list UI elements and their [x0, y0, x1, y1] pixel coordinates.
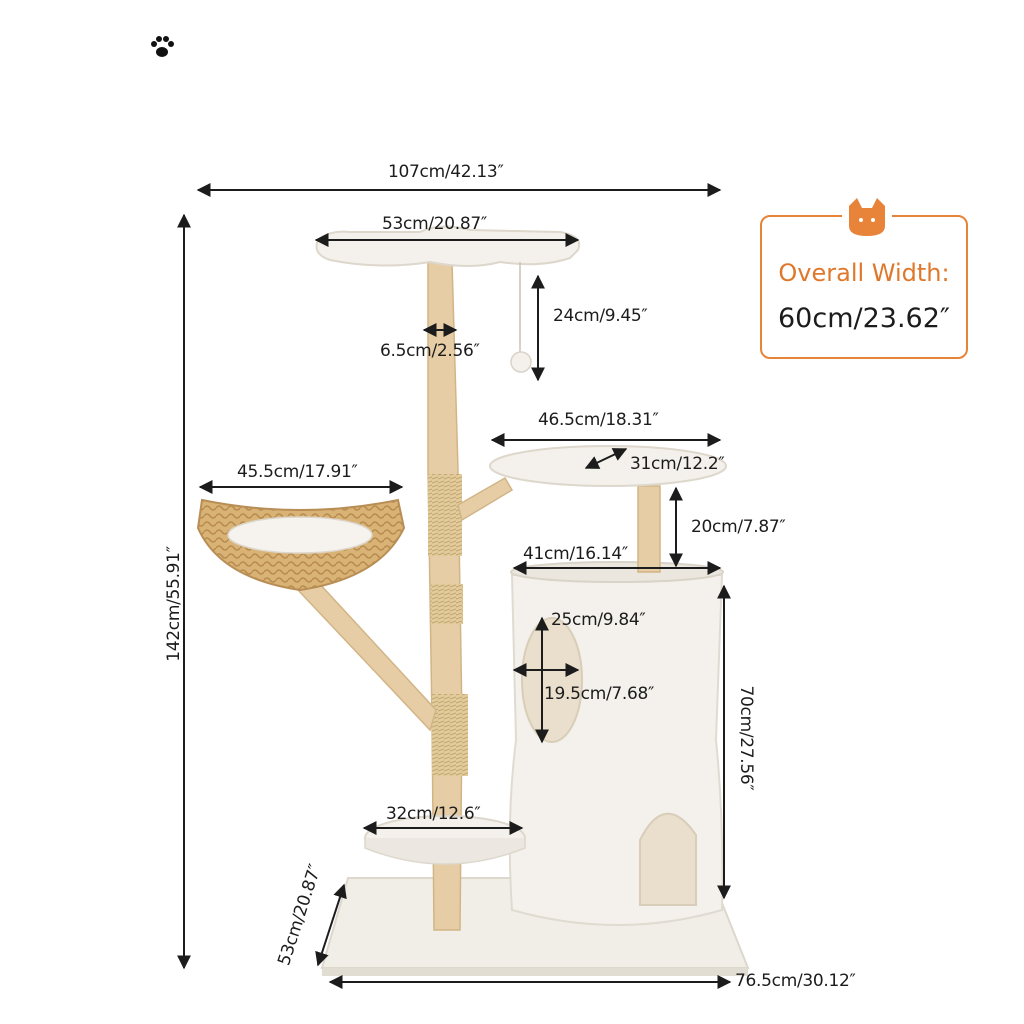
dimension-lines	[177, 183, 732, 989]
overall-height-label: 142cm/55.91″	[164, 546, 184, 662]
base-depth-arrow	[315, 883, 347, 967]
cat-head-icon	[842, 196, 892, 240]
overall-width-label: 107cm/42.13″	[388, 162, 504, 182]
base-width-label: 76.5cm/30.12″	[735, 971, 856, 991]
condo-height-label: 70cm/27.56″	[736, 685, 756, 791]
condo-top-label: 41cm/16.14″	[523, 544, 628, 564]
condo-upper-hole	[521, 617, 583, 743]
top-platform-label: 53cm/20.87″	[382, 214, 487, 234]
basket-label: 45.5cm/17.91″	[237, 462, 358, 482]
hole-width-label: 19.5cm/7.68″	[544, 684, 655, 704]
hole-height-label: 25cm/9.84″	[551, 610, 646, 630]
mid-platform-label: 46.5cm/18.31″	[538, 410, 659, 430]
paw-icon	[151, 36, 174, 57]
mid-support-post	[637, 485, 661, 573]
card-value: 60cm/23.62″	[778, 303, 950, 334]
card-title: Overall Width:	[778, 259, 950, 287]
pom-pom-toy	[510, 351, 532, 373]
mid-depth-arrow	[584, 448, 628, 469]
toy-drop-label: 24cm/9.45″	[553, 306, 648, 326]
condo-lower-hole	[639, 812, 697, 906]
left-branch	[296, 581, 437, 732]
right-branch	[457, 476, 514, 522]
mid-post-label: 20cm/7.87″	[691, 517, 786, 537]
post-diameter-label: 6.5cm/2.56″	[380, 341, 480, 361]
mid-depth-label: 31cm/12.2″	[630, 454, 725, 474]
basket-perch	[196, 498, 406, 592]
low-platform-label: 32cm/12.6″	[386, 804, 481, 824]
